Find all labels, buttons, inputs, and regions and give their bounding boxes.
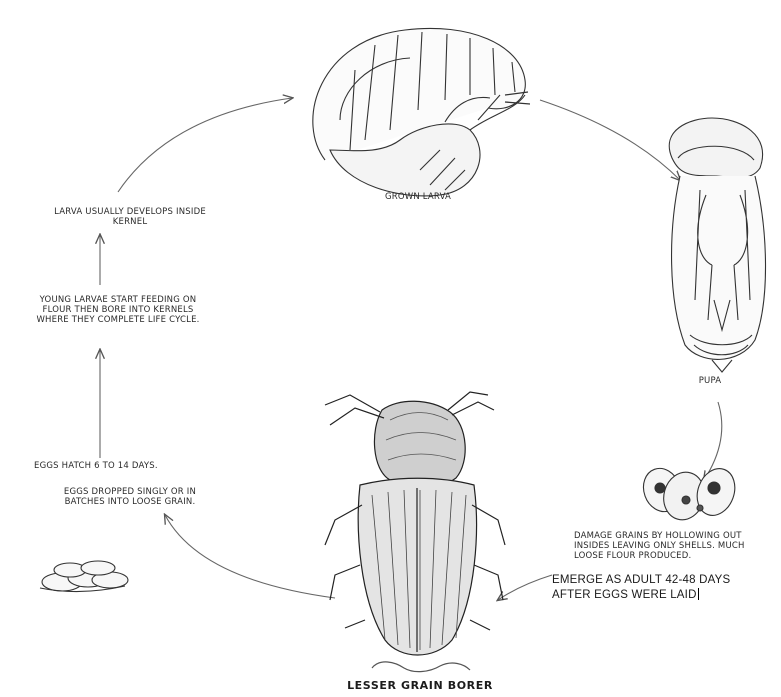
larva-inside-note: LARVA USUALLY DEVELOPS INSIDE KERNEL xyxy=(30,208,230,228)
emerge-line-2: AFTER EGGS WERE LAID xyxy=(552,588,777,603)
larva-inside-line-2: KERNEL xyxy=(30,218,230,228)
pupa-label: PUPA xyxy=(690,377,730,387)
damage-line-3: LOOSE FLOUR PRODUCED. xyxy=(574,552,779,562)
adult-beetle-illustration xyxy=(325,392,505,672)
young-larvae-line-3: WHERE THEY COMPLETE LIFE CYCLE. xyxy=(8,316,228,326)
pupa-illustration xyxy=(669,118,765,372)
eggs-illustration xyxy=(40,561,128,592)
emerge-line-2-text: AFTER EGGS WERE LAID xyxy=(552,589,697,601)
eggs-dropped-line-2: BATCHES INTO LOOSE GRAIN. xyxy=(40,498,220,508)
cycle-arrow-emerge-to-adult xyxy=(498,575,552,600)
emerge-line-1: EMERGE AS ADULT 42-48 DAYS xyxy=(552,574,777,588)
cycle-arrow-larva-to-pupa xyxy=(540,100,680,180)
damaged-grains-illustration xyxy=(638,463,742,524)
young-larvae-note: YOUNG LARVAE START FEEDING ON FLOUR THEN… xyxy=(8,296,228,325)
cycle-arrow-larva-inside-to-grown-larva xyxy=(118,98,292,192)
emerge-note: EMERGE AS ADULT 42-48 DAYS AFTER EGGS WE… xyxy=(552,574,777,603)
adult-title: LESSER GRAIN BORER xyxy=(330,680,510,693)
grown-larva-label: GROWN LARVA xyxy=(358,193,478,203)
text-cursor xyxy=(698,588,699,600)
eggs-dropped-note: EGGS DROPPED SINGLY OR IN BATCHES INTO L… xyxy=(40,488,220,508)
damage-note: DAMAGE GRAINS BY HOLLOWING OUT INSIDES L… xyxy=(574,532,779,561)
grown-larva-illustration xyxy=(313,28,530,196)
eggs-hatch-note: EGGS HATCH 6 TO 14 DAYS. xyxy=(34,462,214,472)
cycle-arrow-adult-to-eggs xyxy=(165,515,335,598)
